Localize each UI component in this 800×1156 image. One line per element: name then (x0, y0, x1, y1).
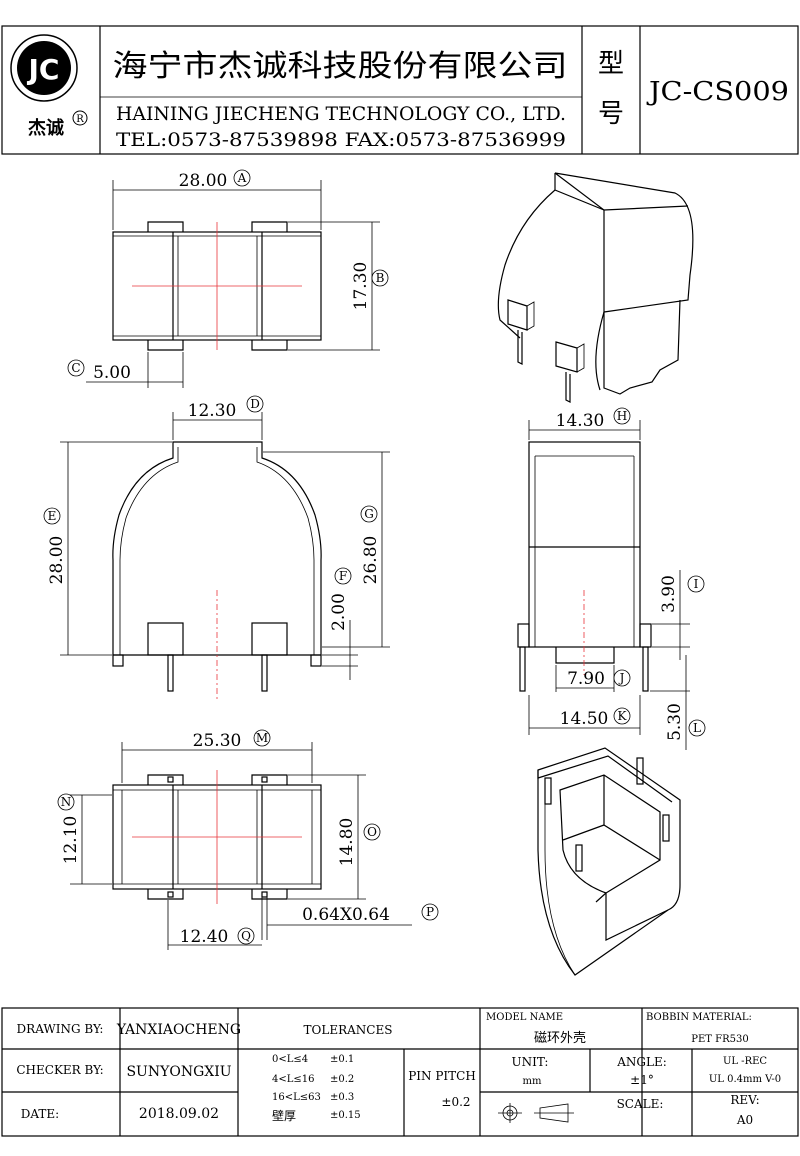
tol-range-1: 0<L≤4 (272, 1054, 308, 1065)
tol-value-2: ±0.2 (330, 1074, 354, 1085)
dim-i-marker: I (694, 577, 699, 591)
rev-label: REV: (730, 1093, 759, 1107)
dim-d-value: 12.30 (188, 401, 237, 421)
title-block: DRAWING BY: YANXIAOCHENG CHECKER BY: SUN… (1, 1007, 799, 1137)
checker-by-label: CHECKER BY: (16, 1063, 103, 1077)
dim-c-value: 5.00 (93, 363, 131, 383)
model-name-label: MODEL NAME (486, 1012, 563, 1023)
company-name-en: HAINING JIECHENG TECHNOLOGY CO., LTD. (116, 103, 566, 125)
dim-f-value: 2.00 (329, 593, 349, 631)
dim-o-marker: O (367, 825, 377, 839)
dimension-lines (60, 180, 690, 950)
pin-pitch-tol: ±0.2 (441, 1095, 470, 1109)
dim-k-marker: K (618, 709, 628, 723)
dim-i-value: 3.90 (659, 575, 679, 613)
drawing-by-value: YANXIAOCHENG (116, 1022, 241, 1038)
dim-m-marker: M (256, 731, 268, 745)
type-label-1: 型 (598, 49, 624, 79)
dim-m-value: 25.30 (193, 731, 242, 751)
dim-l-marker: L (693, 721, 701, 735)
date-value: 2018.09.02 (139, 1106, 219, 1122)
angle-label: ANGLE: (616, 1055, 667, 1069)
iso-view-bottom (537, 747, 681, 976)
logo-text: JC (27, 53, 60, 86)
dim-k-value: 14.50 (560, 709, 609, 729)
header: JC 杰诚 R 海宁市杰诚科技股份有限公司 HAINING JIECHENG T… (1, 25, 799, 155)
dim-b-marker: B (376, 271, 385, 285)
projection-symbol (498, 1103, 574, 1123)
tol-value-1: ±0.1 (330, 1054, 354, 1065)
dim-d-marker: D (250, 397, 260, 411)
tol-value-4: ±0.15 (330, 1110, 361, 1121)
dimension-labels: 28.00 17.30 5.00 12.30 28.00 2.00 26.80 … (47, 171, 685, 947)
company-contact: TEL:0573-87539898 FAX:0573-87536999 (116, 129, 566, 151)
tol-value-3: ±0.3 (330, 1092, 354, 1103)
logo-sub: 杰诚 (28, 117, 64, 139)
pin-pitch-label: PIN PITCH (408, 1069, 476, 1083)
bobbin-material-label: BOBBIN MATERIAL: (646, 1012, 752, 1023)
tol-range-2: 4<L≤16 (272, 1074, 315, 1085)
scale-label: SCALE: (617, 1097, 664, 1111)
tolerances-label: TOLERANCES (304, 1023, 393, 1037)
dim-q-marker: Q (241, 929, 251, 943)
dim-n-value: 12.10 (61, 816, 81, 865)
side-view (517, 441, 652, 692)
drawing-by-label: DRAWING BY: (17, 1022, 104, 1036)
company-name-cn: 海宁市杰诚科技股份有限公司 (113, 49, 568, 84)
model-name-value: 磁环外壳 (534, 1031, 586, 1046)
dim-h-marker: H (617, 409, 627, 423)
dim-e-value: 28.00 (47, 536, 67, 585)
dimension-markers: A B C D E F G H I J K L M N O P Q (43, 169, 706, 945)
dim-g-marker: G (364, 507, 374, 521)
dim-o-value: 14.80 (337, 818, 357, 867)
bobbin-material-value: PET FR530 (691, 1034, 748, 1045)
company-logo: JC 杰诚 R (10, 34, 88, 139)
unit-label: UNIT: (512, 1055, 549, 1069)
dim-e-marker: E (48, 509, 57, 523)
bottom-view (112, 770, 322, 904)
dim-f-marker: F (339, 569, 347, 583)
rev-value: A0 (736, 1113, 753, 1127)
checker-by-value: SUNYONGXIU (126, 1064, 231, 1080)
front-view (112, 441, 322, 700)
type-label-2: 号 (598, 99, 624, 129)
dim-p-value: 0.64X0.64 (302, 905, 390, 925)
dim-b-value: 17.30 (351, 262, 371, 311)
dim-g-value: 26.80 (361, 536, 381, 585)
date-label: DATE: (21, 1107, 59, 1121)
dim-p-marker: P (426, 905, 434, 919)
dim-h-value: 14.30 (556, 411, 605, 431)
dim-a-value: 28.00 (179, 171, 228, 191)
logo-registered-mark: R (76, 114, 84, 125)
top-view (112, 221, 322, 351)
angle-value: ±1° (630, 1073, 654, 1087)
dim-j-value: 7.90 (567, 669, 605, 689)
dim-a-marker: A (237, 171, 247, 185)
dim-j-marker: J (618, 671, 625, 685)
ul-flame-rating: UL 0.4mm V-0 (709, 1074, 781, 1085)
dim-l-value: 5.30 (665, 703, 685, 741)
unit-value: mm (523, 1076, 542, 1087)
dim-n-marker: N (61, 795, 72, 809)
iso-view-top (497, 172, 694, 403)
dim-q-value: 12.40 (180, 927, 229, 947)
tol-range-4: 壁厚 (272, 1108, 296, 1123)
model-code: JC-CS009 (646, 77, 789, 107)
dim-c-marker: C (71, 361, 80, 375)
tol-range-3: 16<L≤63 (272, 1092, 321, 1103)
ul-rec: UL -REC (723, 1056, 767, 1067)
